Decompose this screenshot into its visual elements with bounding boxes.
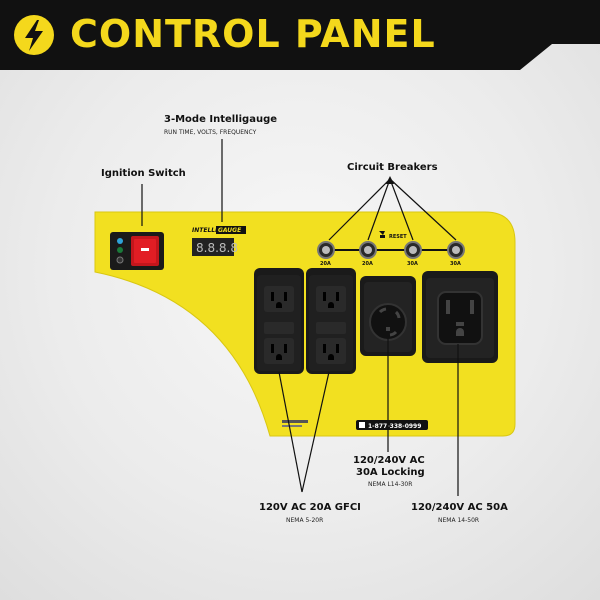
intelligauge-display <box>192 238 234 256</box>
page-title: CONTROL PANEL <box>70 12 436 56</box>
locking-label-line1: 120/240V AC <box>353 455 425 466</box>
gfci-outlet-right <box>306 268 356 374</box>
svg-text:RESET: RESET <box>389 234 407 240</box>
circuit-breaker-button <box>364 246 372 254</box>
panel-face <box>94 211 516 437</box>
svg-text:GAUGE: GAUGE <box>218 227 242 234</box>
svg-text:8.8.8.8: 8.8.8.8 <box>196 241 238 255</box>
fifty-amp-sublabel: NEMA 14-50R <box>438 517 480 524</box>
breaker-rating: 30A <box>450 261 461 267</box>
locking-label-line2: 30A Locking <box>356 467 425 478</box>
breaker-rating: 20A <box>362 261 373 267</box>
circuit-breaker-button <box>452 246 460 254</box>
phone-icon <box>359 422 365 428</box>
breaker-rating: 30A <box>407 261 418 267</box>
breaker-rating: 20A <box>320 261 331 267</box>
intelligauge-logo: INTELLI <box>192 227 218 234</box>
header-banner <box>0 0 600 70</box>
intelligauge: INTELLI GAUGE 8.8.8.8 <box>192 226 246 256</box>
fifty-amp-outlet <box>422 271 498 363</box>
circuit-breakers-label: Circuit Breakers <box>347 162 438 173</box>
gfci-label: 120V AC 20A GFCI <box>259 502 361 513</box>
leader-lines <box>141 139 459 496</box>
intelligauge-subtitle: RUN TIME, VOLTS, FREQUENCY <box>164 129 257 136</box>
gfci-outlet-left <box>254 268 304 374</box>
ignition-label: Ignition Switch <box>101 168 186 179</box>
circuit-breaker-button <box>409 246 417 254</box>
lightning-bolt-icon <box>25 20 43 51</box>
phone-number: 1-877-338-0999 <box>368 423 421 430</box>
fifty-amp-label: 120/240V AC 50A <box>411 502 508 513</box>
gfci-sublabel: NEMA 5-20R <box>286 517 324 524</box>
ignition-switch <box>110 232 164 270</box>
intelligauge-title: 3-Mode Intelligauge <box>164 114 278 125</box>
circuit-breakers: 20A 20A 30A 30A <box>317 241 465 267</box>
locking-sublabel: NEMA L14-30R <box>368 481 413 488</box>
locking-30a-outlet <box>360 276 416 356</box>
circuit-breaker-button <box>322 246 330 254</box>
reset-icon <box>379 231 385 238</box>
phone-badge: 1-877-338-0999 <box>356 420 428 430</box>
